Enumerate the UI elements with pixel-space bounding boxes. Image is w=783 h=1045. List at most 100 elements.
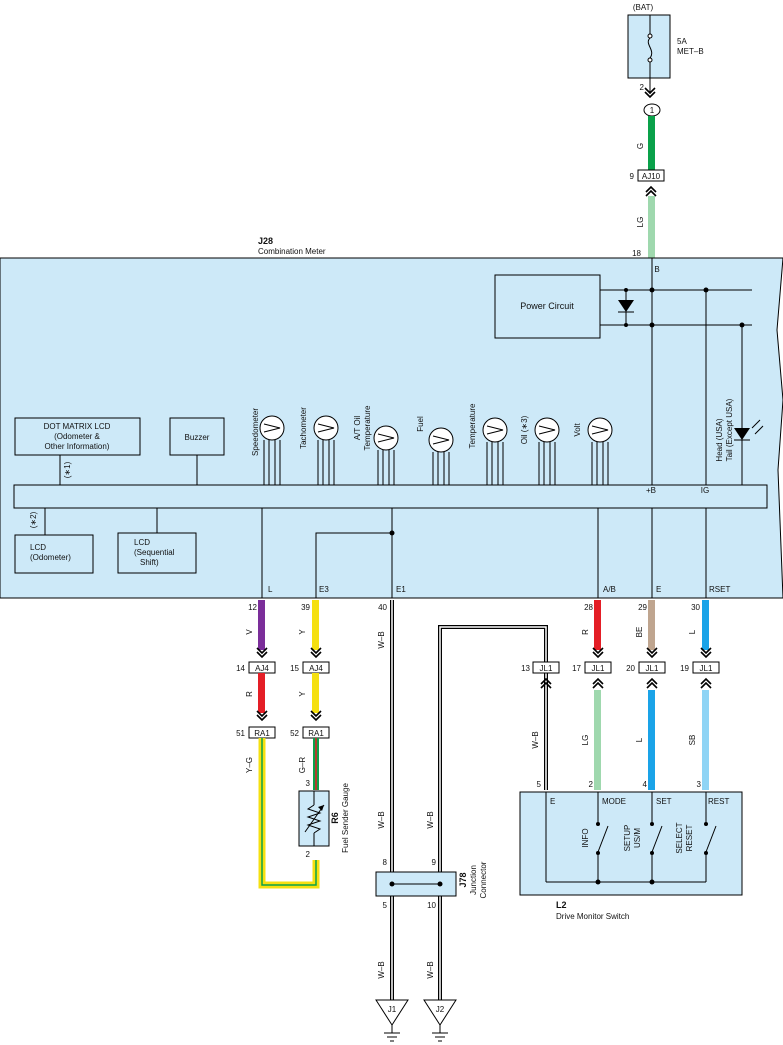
wire-lg-lower: [594, 690, 601, 790]
splice-label: 1: [650, 106, 655, 115]
meter-id: J28: [258, 236, 273, 246]
wire-r-left: [258, 673, 265, 713]
wire-gr-label: G–R: [298, 757, 307, 774]
junction-id: J78: [458, 872, 468, 887]
head-label: Head (USA): [715, 418, 724, 461]
connector-jl1-b: [584, 661, 612, 674]
tachometer-label: Tachometer: [299, 407, 308, 449]
wire-wb-label-2: W–B: [377, 811, 386, 828]
fuse-box: [627, 14, 671, 79]
fuse-icon: [647, 37, 653, 59]
wire-r: [594, 600, 601, 650]
pin-12: 12: [248, 603, 257, 612]
lcd-odometer-label: LCD: [30, 543, 46, 552]
volt-gauge: [587, 417, 613, 485]
lcd-odometer-sub: (Odometer): [30, 553, 71, 562]
speedometer-label: Speedometer: [251, 408, 260, 456]
wire-l-top: [702, 600, 709, 650]
junction-name-2: Connector: [479, 861, 488, 898]
wire-wb-label-5: W–B: [426, 961, 435, 978]
wire-g: [648, 116, 655, 170]
junction-name-1: Junction: [469, 865, 478, 895]
dot-matrix-box: [14, 417, 141, 456]
wire-lg-lower-label: LG: [581, 735, 590, 746]
oil-label: Oil (∗3): [520, 415, 529, 444]
wire-g-label: G: [636, 143, 645, 149]
bat-label: (BAT): [633, 3, 654, 12]
connector-aj10: [637, 169, 665, 182]
tachometer-gauge: [313, 415, 339, 485]
ground-j2-label: J2: [436, 1005, 445, 1014]
at-oil-label: A/T Oil: [353, 416, 362, 441]
jl1-b-label: JL1: [592, 664, 605, 673]
plus-b-label: +B: [646, 486, 656, 495]
ig-label: IG: [701, 486, 709, 495]
fuse-pin: 2: [640, 83, 645, 92]
wire-lg-label: LG: [636, 217, 645, 228]
wire-wb-label-4: W–B: [377, 961, 386, 978]
diode-icon: [618, 300, 634, 312]
volt-label: Volt: [573, 423, 582, 437]
wire-v-label: V: [245, 629, 254, 635]
meter-name: Combination Meter: [258, 247, 326, 256]
meter-bus: [13, 484, 768, 509]
gauge-group: Speedometer Tachometer A/T Oil Temperatu…: [251, 403, 613, 485]
setup-label: SETUP: [623, 825, 632, 852]
temperature-gauge: [482, 417, 508, 485]
speedometer-gauge: [259, 415, 285, 485]
dot-matrix-sub2: Other Information): [45, 442, 110, 451]
led-icon: [734, 428, 750, 440]
aj4-a-label: AJ4: [255, 664, 269, 673]
switch-pin-4: 4: [643, 780, 648, 789]
drive-monitor-switch-box: [519, 791, 743, 896]
lcd-shift-box: [117, 532, 197, 574]
wire-sb: [702, 690, 709, 790]
wire-r-label: R: [581, 629, 590, 635]
at-oil-gauge: [373, 425, 399, 485]
pin-40: 40: [378, 603, 387, 612]
terminal-e1: E1: [396, 585, 406, 594]
dot-matrix-label: DOT MATRIX LCD: [44, 422, 111, 431]
fuel-label: Fuel: [416, 416, 425, 432]
wire-yg-label: Y–G: [245, 757, 254, 773]
fuse-name: MET–B: [677, 47, 704, 56]
power-circuit-box: [494, 274, 601, 339]
select-switch: [704, 792, 717, 882]
fuel-sender-pin-2: 2: [306, 850, 311, 859]
fuel-sender-id: R6: [330, 812, 340, 824]
ra1-a-label: RA1: [254, 729, 270, 738]
ra1-pin-51: 51: [236, 729, 245, 738]
terminal-b: B: [654, 265, 659, 274]
select-label: SELECT: [675, 822, 684, 853]
connector-jl1-a: [532, 661, 560, 674]
switch-terminal-set: SET: [656, 797, 672, 806]
connector-jl1-c: [638, 661, 666, 674]
meter-pin-18: 18: [632, 249, 641, 258]
ra1-pin-52: 52: [290, 729, 299, 738]
wire-y-label: Y: [298, 629, 307, 635]
aj10-pin: 9: [630, 172, 635, 181]
power-circuit-label: Power Circuit: [520, 301, 574, 311]
aj4-b-label: AJ4: [309, 664, 323, 673]
jl1-pin-17: 17: [572, 664, 581, 673]
wire-wb-label: W–B: [377, 631, 386, 648]
wire-wb-label-3: W–B: [426, 811, 435, 828]
jl1-pin-20: 20: [626, 664, 635, 673]
wire-y2: [312, 673, 319, 713]
terminal-rset: RSET: [709, 585, 730, 594]
switch-terminal-rest: REST: [708, 797, 729, 806]
switch-pin-5: 5: [537, 780, 542, 789]
wire-y: [312, 600, 319, 650]
junction-pin-10: 10: [427, 901, 436, 910]
wire-lg: [648, 196, 655, 258]
jl1-pin-19: 19: [680, 664, 689, 673]
wire-be: [648, 600, 655, 650]
wire-l-lower-label: L: [635, 737, 644, 742]
wire-l-lower: [648, 690, 655, 790]
wire-sb-label: SB: [688, 735, 697, 746]
jl1-a-label: JL1: [540, 664, 553, 673]
switch-pin-2: 2: [589, 780, 594, 789]
switch-terminal-e: E: [550, 797, 555, 806]
ground-j1: [375, 999, 409, 1042]
